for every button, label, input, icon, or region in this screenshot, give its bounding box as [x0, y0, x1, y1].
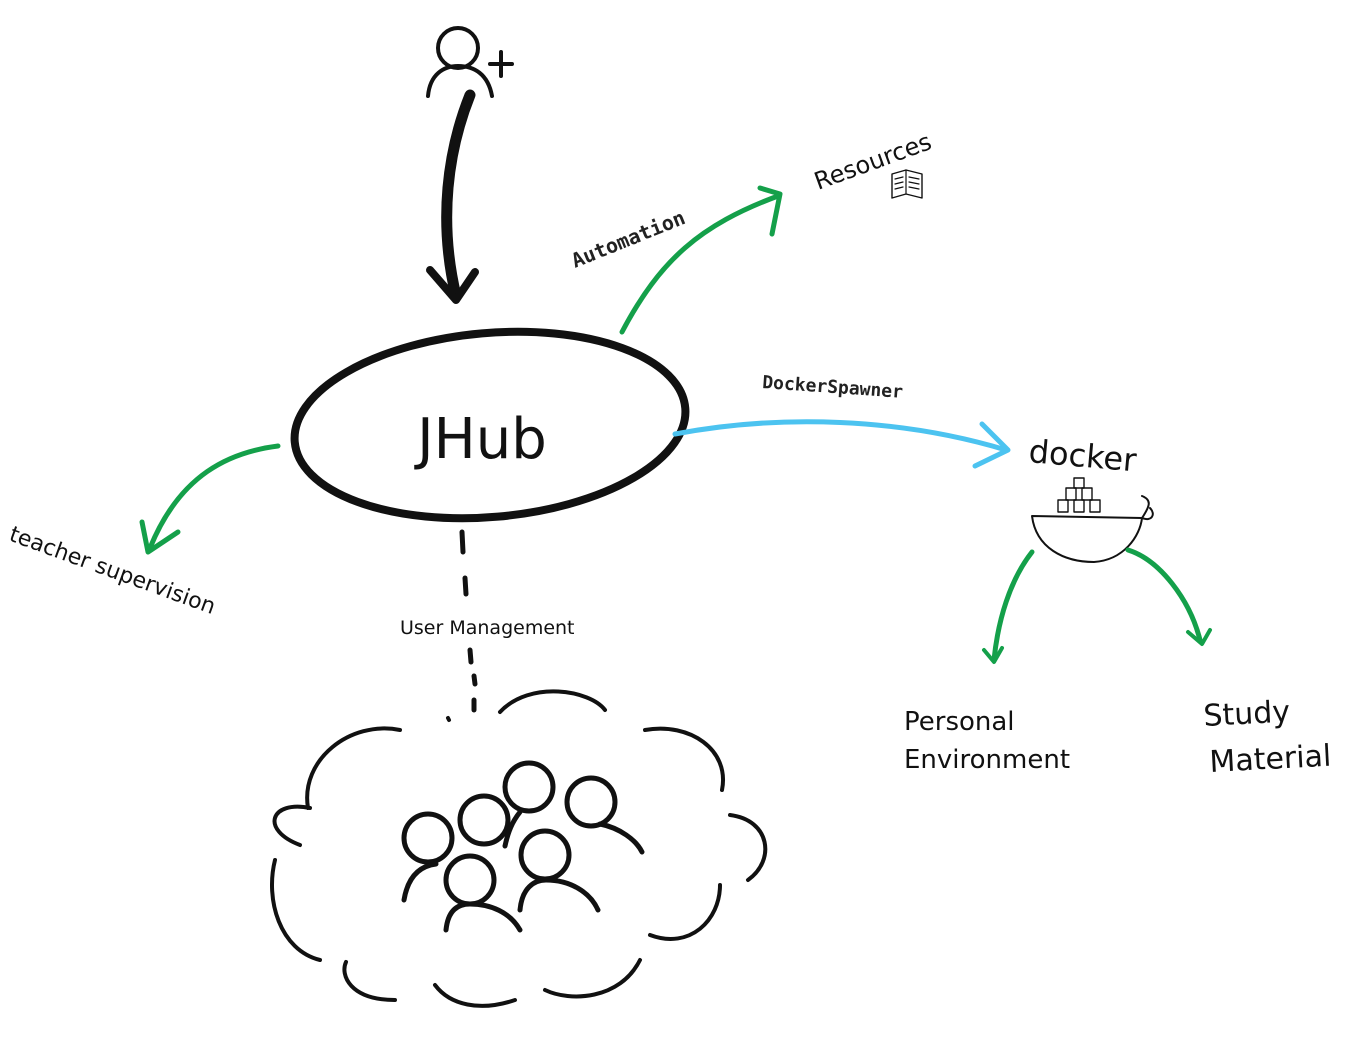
teacher-label: teacher supervision [6, 522, 219, 620]
study-arrow [1125, 547, 1212, 646]
teacher-arrow [139, 443, 281, 555]
book-icon [891, 169, 923, 199]
user-management-connector [446, 529, 478, 722]
docker-spawner-label: DockerSpawner [762, 372, 904, 403]
users-cloud [270, 689, 768, 1008]
user-management-label: User Management [400, 617, 575, 639]
study-label-line2: Material [1209, 739, 1333, 780]
automation-arrow [619, 185, 783, 335]
docker-label: docker [1027, 432, 1138, 479]
add-user-icon [426, 26, 514, 98]
study-label-line1: Study [1203, 695, 1291, 734]
personal-label-line1: Personal [904, 707, 1015, 737]
resources-label: Resources [810, 127, 935, 195]
personal-arrow [982, 549, 1035, 664]
jhub-node: JHub [290, 327, 690, 523]
personal-label-line2: Environment [904, 745, 1070, 775]
docker-whale-icon [1031, 477, 1154, 563]
jhub-label: JHub [414, 407, 547, 472]
signup-arrow [426, 89, 479, 304]
docker-spawner-arrow [672, 419, 1011, 469]
users-group-icon [401, 760, 645, 933]
